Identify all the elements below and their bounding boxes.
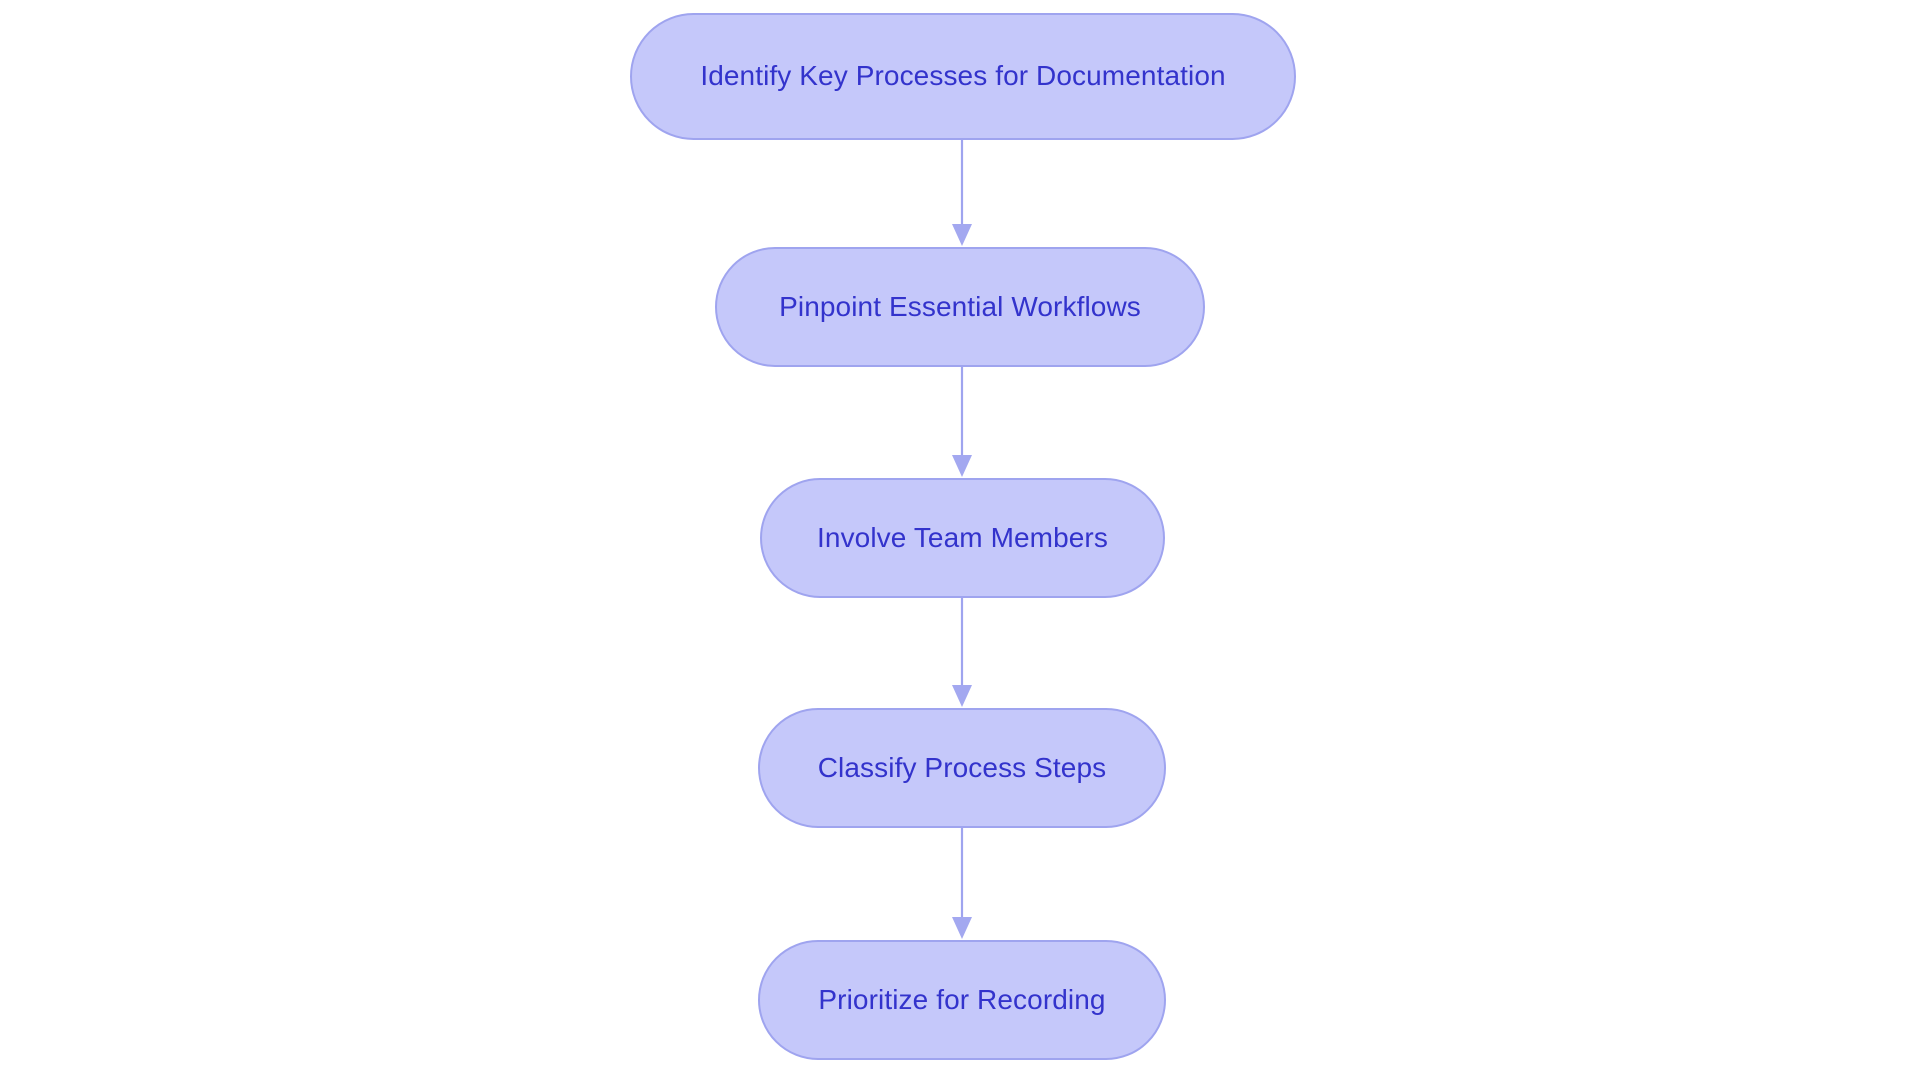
flowchart-node-involve-team-members[interactable]: Involve Team Members	[760, 478, 1165, 598]
edge-n0-n1	[952, 140, 972, 246]
flowchart-node-label: Involve Team Members	[817, 521, 1108, 553]
flowchart-node-label: Classify Process Steps	[817, 751, 1107, 783]
flowchart-node-identify-key-processes[interactable]: Identify Key Processes for Documentation	[630, 13, 1296, 140]
flowchart-node-classify-process-steps[interactable]: Classify Process Steps	[758, 708, 1166, 828]
flowchart-node-label: Identify Key Processes for Documentation	[700, 60, 1226, 92]
arrowhead-icon-n2-n3	[952, 685, 972, 707]
flowchart-node-prioritize-for-recording[interactable]: Prioritize for Recording	[758, 940, 1166, 1060]
arrowhead-icon-n0-n1	[952, 224, 972, 246]
flowchart-node-label: Prioritize for Recording	[818, 983, 1106, 1015]
edge-n1-n2	[952, 367, 972, 477]
flowchart-node-pinpoint-essential-workflows[interactable]: Pinpoint Essential Workflows	[715, 247, 1205, 367]
edge-n2-n3	[952, 598, 972, 707]
flowchart-node-label: Pinpoint Essential Workflows	[779, 290, 1141, 322]
arrowhead-icon-n3-n4	[952, 917, 972, 939]
edge-n3-n4	[952, 828, 972, 939]
arrowhead-icon-n1-n2	[952, 455, 972, 477]
